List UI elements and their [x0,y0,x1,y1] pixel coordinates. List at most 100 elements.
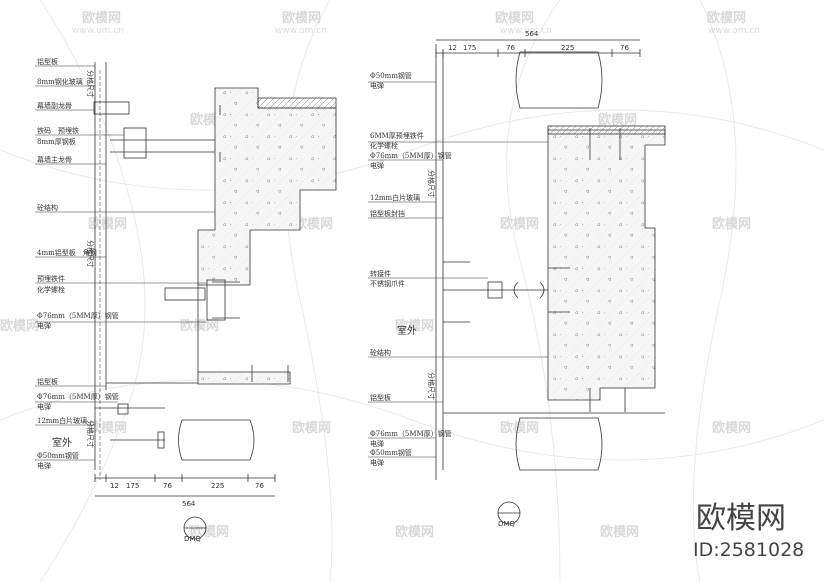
watermark-text: 欧模网 [500,216,539,232]
vertical-dimension-label: 分格尺寸 [427,170,436,198]
callout-label: 化学螺栓 [370,141,398,150]
dimension-value: 12 [110,482,119,490]
callout-label: 预埋铁件 [37,274,65,283]
left-callouts: 铝型板 8mm钢化玻璃 幕墙副龙骨 铁码 预埋铁 8mm厚钢板 幕墙主龙骨 砼结… [37,57,264,543]
left-detail [35,62,337,540]
watermark-url: www.om.cn [708,26,760,36]
steel-tube [178,419,255,461]
callout-label: 电弹 [370,81,384,90]
callout-label: 幕墙副龙骨 [37,101,72,110]
vertical-dimension-label: 分格尺寸 [86,70,95,98]
callout-label: 铁码 预埋铁 [37,126,79,135]
watermark-text: 欧模网 [495,10,534,26]
callout-label: Φ50mm钢管 [37,451,79,460]
slab-finish [547,125,666,135]
watermark-text: 欧模网 [88,420,127,436]
concrete-structure [197,87,337,385]
watermark-text: 欧模网 [707,10,746,26]
clamp-plate [157,431,165,449]
callout-label: 铝型板封挡 [370,209,405,218]
dimension-ticks [435,49,641,57]
callout-label: 不锈钢爪件 [370,279,405,288]
right-callouts: Φ50mm钢管 电弹 6MM厚预埋铁件 化学螺栓 Φ76mm（5MM厚）钢管 电… [370,30,629,528]
callout-label: 12mm白片玻璃 [37,416,87,425]
callout-label: 铝型板 [37,57,58,66]
callout-label: Φ76mm（5MM厚）钢管 [370,429,452,438]
watermark-url: www.om.cn [500,26,552,36]
watermark-text: 欧模网 [712,216,751,232]
watermark-url: www.om.cn [275,26,327,36]
dimension-total: 564 [182,500,196,508]
callout-label: Φ76mm（5MM厚）钢管 [370,151,452,160]
callout-label: 电弹 [37,461,51,470]
callout-label: 电弹 [370,458,384,467]
dimension-value: 225 [211,482,224,490]
callout-label: 4mm铝型板 角钢 [37,248,97,257]
vertical-dimension-label: 分格尺寸 [427,372,436,400]
callout-label: 铝型板 [37,377,58,386]
watermark-text: 欧模网 [395,318,434,334]
outdoor-label: 室外 [397,324,417,337]
chemical-bolts [548,128,626,412]
embedded-plate [123,127,147,159]
watermark-text: 欧模网 [712,420,751,436]
callout-label: Φ76mm（5MM厚）钢管 [37,311,119,320]
callout-label: 电弹 [370,161,384,170]
watermark-text: 欧模网 [294,216,333,232]
detail-tag-label: DMQ [184,535,201,543]
watermark-text: 欧模网 [598,112,637,128]
tube-section [539,281,545,299]
callout-label: 转接件 [370,269,391,278]
watermark-text: 欧模网 [600,524,639,540]
callout-label: 8mm厚钢板 [37,137,76,146]
right-detail [368,39,666,525]
watermark-text: 欧模网 [395,524,434,540]
callout-label: Φ50mm钢管 [370,448,412,457]
callout-label: 6MM厚预埋铁件 [370,131,424,140]
watermark-text: 欧模网 [88,216,127,232]
dimension-ticks [94,474,276,482]
chemical-bolts [212,105,289,382]
watermark-text: 欧模网 [82,10,121,26]
dimension-value: 76 [506,44,515,52]
vertical-dimension-label: 分格尺寸 [86,240,95,268]
dimension-value: 76 [163,482,172,490]
callout-label: 12mm白片玻璃 [370,193,420,202]
brand-mark: 欧模网 ID:2581028 [693,501,804,561]
watermark-text: 欧模网 [292,420,331,436]
watermark-text: 欧模网 [282,10,321,26]
floor-finish [257,97,337,109]
steel-tube [515,51,603,109]
detail-tag-label: DMQ [498,520,515,528]
concrete-structure [547,129,666,401]
spider-fitting [117,403,129,415]
brand-id: ID:2581028 [693,539,804,561]
watermark-url: www.om.cn [72,26,124,36]
clamp-bracket [93,101,130,115]
callout-label: 砼结构 [37,203,58,212]
callout-label: Φ50mm钢管 [370,71,412,80]
leader-lines [35,65,215,461]
tube-section [513,281,519,299]
callout-label: Φ76mm（5MM厚）钢管 [37,392,119,401]
watermark-text: 欧模网 [0,318,39,334]
dimension-value: 12 [448,44,457,52]
dimension-value: 225 [561,44,574,52]
spider-fitting [487,281,503,299]
leader-lines [368,81,548,458]
watermark-text: 欧模网 [500,420,539,436]
callout-label: 化学螺栓 [37,285,65,294]
callout-label: 电弹 [37,402,51,411]
brand-name: 欧模网 [696,501,786,536]
callout-label: 8mm钢化玻璃 [37,77,83,86]
callout-label: 电弹 [37,321,51,330]
vertical-dimension-label: 分格尺寸 [86,420,95,448]
dimension-value: 175 [463,44,476,52]
aluminium-plate [164,287,206,301]
steel-tube [515,417,603,471]
callout-label: 电弹 [370,439,384,448]
callout-label: 幕墙主龙骨 [37,155,72,164]
